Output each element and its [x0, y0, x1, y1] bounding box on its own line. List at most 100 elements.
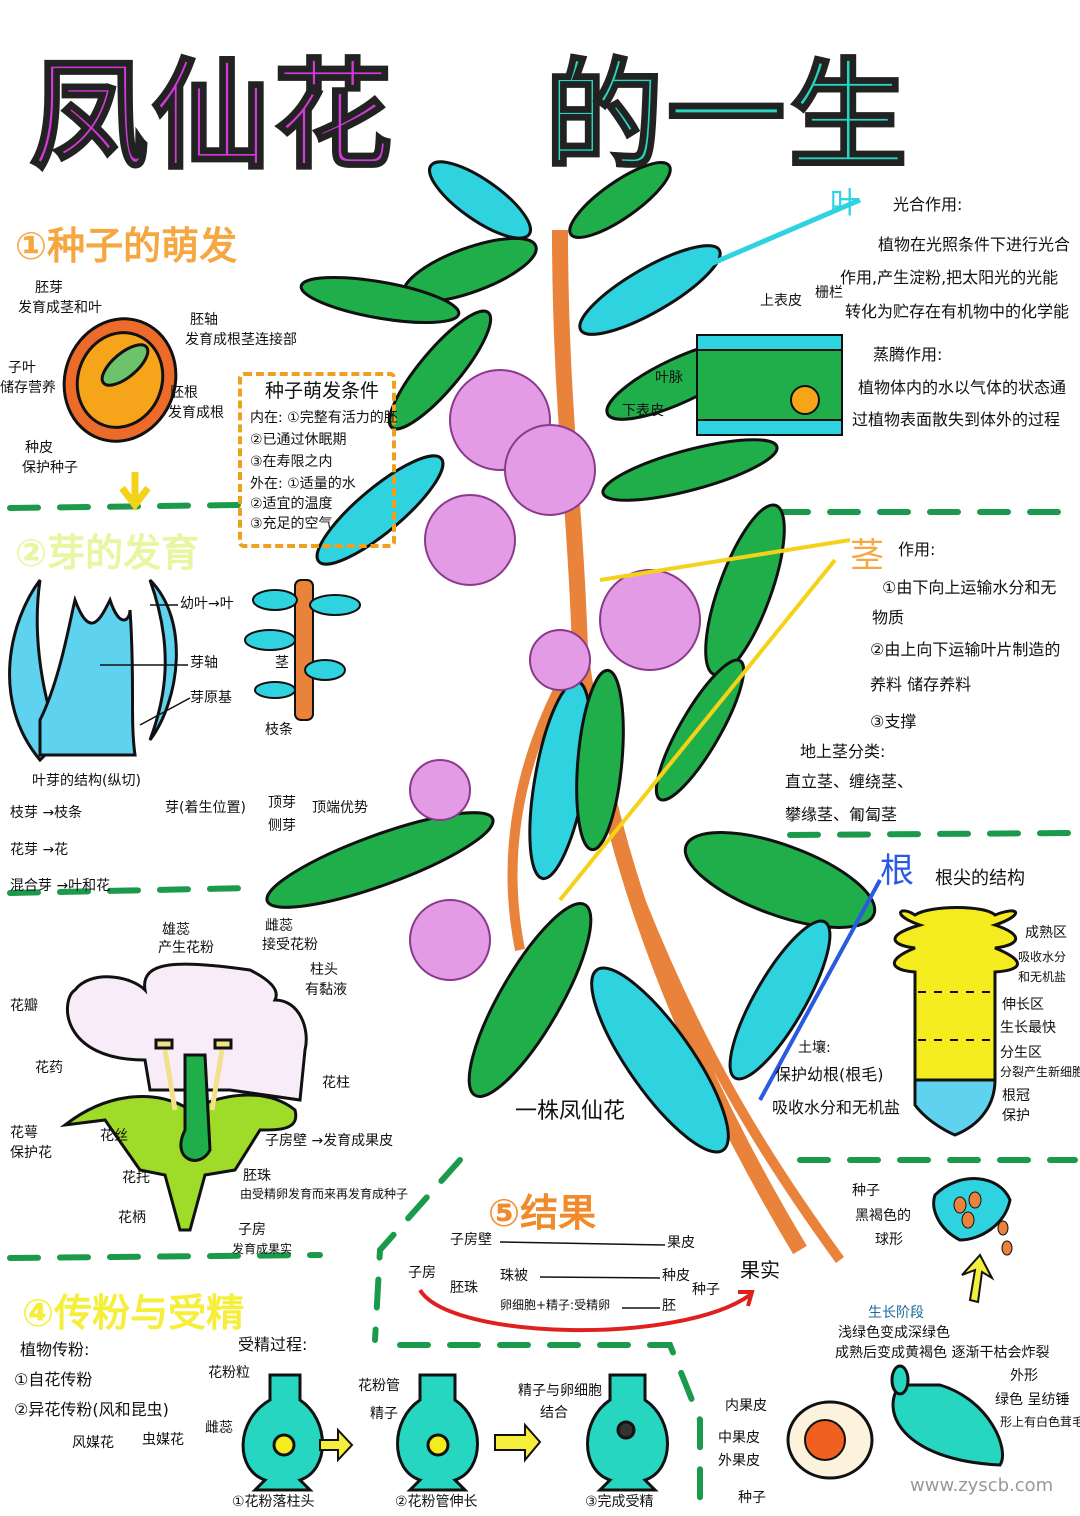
fruiting-seed: 种子: [692, 1282, 720, 1298]
label-hypocotyl-desc: 发育成根茎连接部: [185, 332, 297, 348]
label-stigma-desc: 有黏液: [305, 982, 347, 998]
stem-function-line: 养料 储存养料: [870, 675, 972, 694]
down-arrow-icon: [119, 472, 151, 511]
fruit-seed-desc: 球形: [875, 1232, 903, 1248]
green-fruit: [891, 1383, 1004, 1467]
bud-type: 枝芽 →枝条: [10, 805, 83, 821]
pistil-step2: [396, 1373, 479, 1492]
impatiens-plant: [265, 160, 877, 1263]
photosynthesis-title: 光合作用:: [893, 195, 963, 214]
watermark: www.zyscb.com: [910, 1475, 1054, 1496]
label-vein: 叶脉: [655, 370, 683, 386]
label-ovule: 胚珠: [243, 1168, 271, 1184]
label-lower-epidermis: 下表皮: [622, 403, 664, 419]
embryo: [100, 343, 150, 387]
divider-seed-bud: [7, 502, 243, 511]
seed: [997, 1220, 1009, 1236]
zygote: [616, 1420, 636, 1440]
leader-line: [139, 697, 191, 726]
label-style: 花柱: [322, 1075, 350, 1091]
leaf: [265, 811, 495, 909]
label-sepal: 花萼: [10, 1125, 38, 1141]
root-zone: 伸长区: [1002, 997, 1044, 1013]
label-hypocotyl: 胚轴: [190, 312, 218, 328]
ovule: [426, 1433, 450, 1457]
label-petal: 花瓣: [10, 998, 38, 1014]
label-pistil-desc: 接受花粉: [262, 937, 318, 953]
label-stem: 茎: [275, 655, 289, 671]
bud-caption: 叶芽的结构(纵切): [32, 773, 141, 789]
label-stamen-desc: 产生花粉: [158, 940, 214, 956]
root-cap: [913, 1078, 997, 1137]
root-zone-desc: 保护: [1002, 1108, 1030, 1124]
fertilization-title: 受精过程:: [238, 1335, 308, 1354]
root-heading: 根: [880, 851, 914, 891]
condition-line: 外在: ①适量的水: [250, 476, 356, 492]
label-pistil: 雌蕊: [265, 918, 293, 934]
condition-line: ②适宜的温度: [250, 496, 333, 512]
leaf: [428, 160, 532, 240]
flower-cluster: [529, 629, 591, 691]
label-pedicel: 花柄: [118, 1210, 146, 1226]
label-seed-coat-desc: 保护种子: [22, 460, 78, 476]
growth-line: 浅绿色变成深绿色: [838, 1325, 950, 1341]
section-heading-pollination: ④传粉与受精: [22, 1291, 245, 1335]
leaf: [601, 438, 779, 502]
pollination-title: 植物传粉:: [20, 1340, 90, 1359]
label-primordium: 芽原基: [190, 690, 232, 706]
label-stigma: 柱头: [310, 962, 338, 978]
step-2-caption: ②花粉管伸长: [395, 1494, 478, 1510]
flower-cluster: [409, 899, 491, 981]
label-fruit-seed: 种子: [738, 1490, 766, 1506]
leaf: [299, 275, 461, 325]
stamen: [162, 1049, 178, 1111]
root-zone-desc: 吸收水分: [1018, 950, 1067, 964]
fruit-stem: [890, 1364, 910, 1396]
flower-cluster: [409, 759, 471, 821]
arrow-up-icon: [961, 1253, 995, 1304]
anther: [154, 1038, 174, 1050]
pistil: [179, 1053, 212, 1162]
fruiting-seed-coat: 种皮: [662, 1268, 690, 1284]
label-anther: 花药: [35, 1060, 63, 1076]
leaf: [387, 309, 493, 431]
leaf-pointer-line: [649, 197, 861, 293]
root-pointer-line: [758, 879, 882, 1101]
label-endocarp: 内果皮: [725, 1398, 767, 1414]
transpiration-line: 过植物表面散失到体外的过程: [852, 410, 1061, 429]
root-tip-diagram: [892, 906, 1019, 1137]
young-leaf: [148, 578, 178, 741]
growth-line: 成熟后变成黄褐色 逐渐干枯会炸裂: [835, 1345, 1050, 1361]
plant-caption: 一株凤仙花: [515, 1099, 626, 1124]
label-insect-pollinated: 虫媒花: [142, 1432, 184, 1448]
divider-fruiting-left: [372, 1157, 463, 1343]
label-plumule: 胚芽: [35, 280, 63, 296]
soil-line: 吸收水分和无机盐: [772, 1098, 901, 1117]
divider-fruiting-bottom: [397, 1342, 703, 1513]
fruiting-arrow: [418, 1288, 752, 1332]
stem-class-line: 直立茎、缠绕茎、: [785, 772, 914, 791]
seed: [968, 1191, 982, 1209]
branch-diagram: [244, 579, 361, 721]
lower-epidermis: [696, 419, 843, 436]
section-heading-bud: ②芽的发育: [15, 531, 200, 575]
germination-conditions-box: [238, 372, 396, 548]
leaf-heading: 叶: [830, 186, 860, 221]
leaf: [309, 594, 361, 616]
label-mesocarp: 中果皮: [718, 1430, 760, 1446]
condition-line: ③充足的空气: [250, 516, 333, 532]
label-wind-pollinated: 风媒花: [72, 1435, 114, 1451]
leaf: [575, 668, 625, 852]
label-union: 精子与卵细胞: [518, 1383, 602, 1399]
leaf: [244, 629, 296, 651]
label-young-leaf: 幼叶→叶: [180, 596, 234, 612]
title-part2: 的一生: [543, 46, 912, 187]
leaf: [683, 831, 877, 929]
leaf: [254, 681, 296, 699]
root-zone: 根冠: [1002, 1088, 1030, 1104]
title-part1: 凤仙花: [28, 46, 397, 187]
section-heading-seed: ①种子的萌发: [15, 224, 238, 268]
leaf-cross-section: [696, 334, 843, 436]
